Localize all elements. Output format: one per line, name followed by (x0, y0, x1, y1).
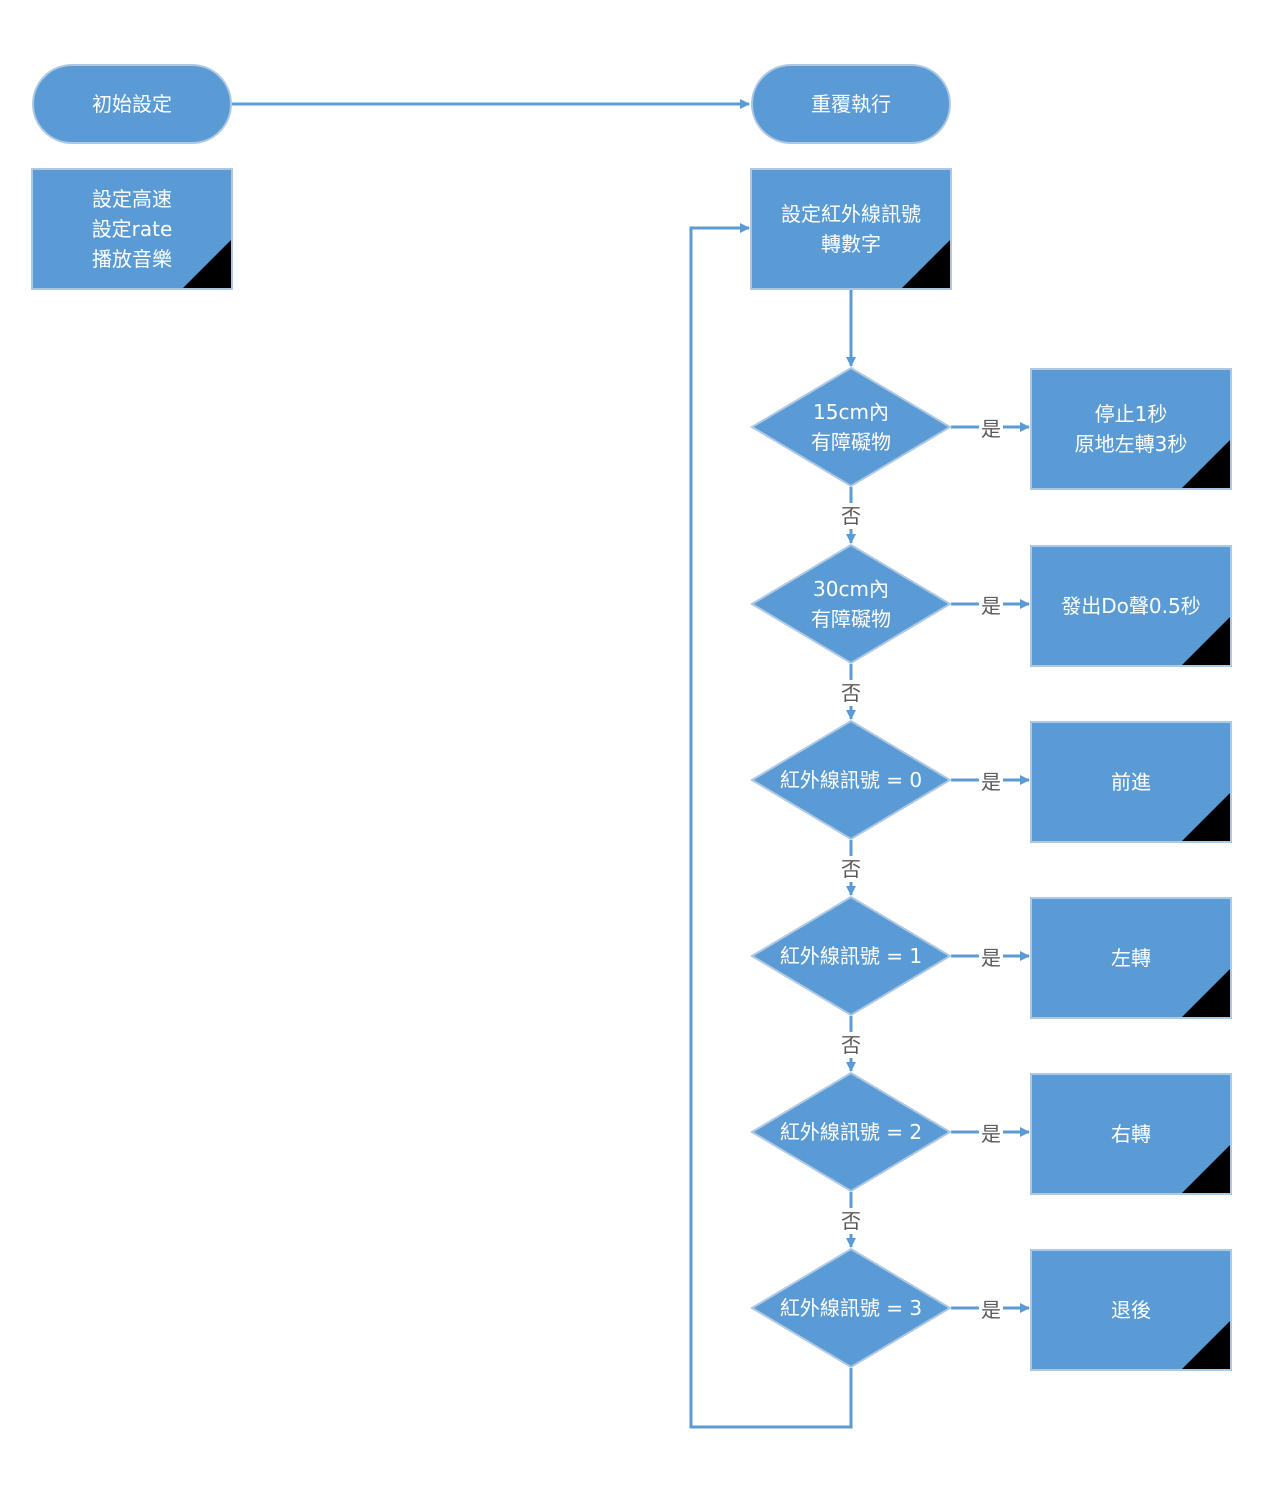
act_left-corner-mark (1182, 969, 1230, 1017)
process-act_left: 左轉 (1030, 897, 1232, 1019)
d30-text: 30cm內 (813, 577, 889, 601)
act_stop-text: 原地左轉3秒 (1075, 432, 1188, 456)
ir_convert-text: 設定紅外線訊號 (781, 202, 921, 226)
yes-label-d15-bg (979, 416, 1003, 442)
act_back-shape (1030, 1249, 1232, 1371)
act_left-text: 左轉 (1111, 946, 1151, 970)
yes-label-d_ir3: 是 (981, 1298, 1001, 1322)
ir_convert-corner-mark (902, 240, 950, 288)
process-act_do: 發出Do聲0.5秒 (1030, 545, 1232, 667)
act_stop-text: 停止1秒 (1095, 402, 1168, 426)
d15-shape (750, 366, 952, 488)
no-label-d15-bg (839, 503, 863, 529)
terminator-setup: 初始設定 (32, 64, 232, 144)
no-label-d30-bg (839, 680, 863, 706)
d15-text: 有障礙物 (811, 430, 891, 454)
act_stop-shape (1030, 368, 1232, 490)
act_forward-text: 前進 (1111, 770, 1151, 794)
yes-label-d_ir1-bg (979, 945, 1003, 971)
no-label-d30: 否 (841, 681, 861, 705)
decision-d_ir2: 紅外線訊號 = 2 (750, 1071, 952, 1193)
ir_convert-shape (750, 168, 952, 290)
loop-label: 重覆執行 (811, 92, 891, 116)
no-label-d_ir0: 否 (841, 857, 861, 881)
act_right-shape (1030, 1073, 1232, 1195)
no-label-d_ir0-bg (839, 856, 863, 882)
arrow-loop-back (689, 223, 853, 1429)
no-label-d_ir1-bg (839, 1032, 863, 1058)
yes-label-d30-bg (979, 593, 1003, 619)
yes-label-d_ir3-bg (979, 1297, 1003, 1323)
d_ir3-text: 紅外線訊號 = 3 (780, 1296, 922, 1320)
act_forward-corner-mark (1182, 793, 1230, 841)
terminator-loop: 重覆執行 (751, 64, 951, 144)
yes-label-d_ir0: 是 (981, 770, 1001, 794)
yes-label-d_ir2-bg (979, 1121, 1003, 1147)
d_ir1-shape (750, 895, 952, 1017)
act_right-corner-mark (1182, 1145, 1230, 1193)
yes-label-d_ir1: 是 (981, 946, 1001, 970)
decision-d_ir3: 紅外線訊號 = 3 (750, 1247, 952, 1369)
act_left-shape (1030, 897, 1232, 1019)
decision-d_ir1: 紅外線訊號 = 1 (750, 895, 952, 1017)
setup_box-shape (31, 168, 233, 290)
act_do-shape (1030, 545, 1232, 667)
ir_convert-text: 轉數字 (821, 232, 881, 256)
setup_box-text: 設定rate (92, 217, 173, 241)
no-label-d_ir2: 否 (841, 1209, 861, 1233)
setup_box-text: 設定高速 (92, 187, 172, 211)
act_back-corner-mark (1182, 1321, 1230, 1369)
d30-shape (750, 543, 952, 665)
no-label-d15: 否 (841, 504, 861, 528)
yes-label-d30: 是 (981, 594, 1001, 618)
act_right-text: 右轉 (1111, 1122, 1151, 1146)
process-act_right: 右轉 (1030, 1073, 1232, 1195)
d15-text: 15cm內 (813, 400, 889, 424)
d_ir2-shape (750, 1071, 952, 1193)
no-label-d_ir2-bg (839, 1208, 863, 1234)
d_ir0-text: 紅外線訊號 = 0 (780, 768, 922, 792)
no-label-d_ir1: 否 (841, 1033, 861, 1057)
d_ir0-shape (750, 719, 952, 841)
setup-label: 初始設定 (92, 92, 172, 116)
yes-label-d15: 是 (981, 417, 1001, 441)
setup_box-text: 播放音樂 (92, 247, 172, 271)
yes-label-d_ir0-bg (979, 769, 1003, 795)
act_back-text: 退後 (1111, 1298, 1151, 1322)
decision-d_ir0: 紅外線訊號 = 0 (750, 719, 952, 841)
act_stop-corner-mark (1182, 440, 1230, 488)
process-act_forward: 前進 (1030, 721, 1232, 843)
d_ir2-text: 紅外線訊號 = 2 (780, 1120, 922, 1144)
d30-text: 有障礙物 (811, 607, 891, 631)
setup_box-corner-mark (183, 240, 231, 288)
setup-shape (32, 64, 232, 144)
loop-shape (751, 64, 951, 144)
act_forward-shape (1030, 721, 1232, 843)
process-act_back: 退後 (1030, 1249, 1232, 1371)
act_do-corner-mark (1182, 617, 1230, 665)
yes-label-d_ir2: 是 (981, 1122, 1001, 1146)
d_ir3-shape (750, 1247, 952, 1369)
act_do-text: 發出Do聲0.5秒 (1061, 594, 1200, 618)
d_ir1-text: 紅外線訊號 = 1 (780, 944, 922, 968)
